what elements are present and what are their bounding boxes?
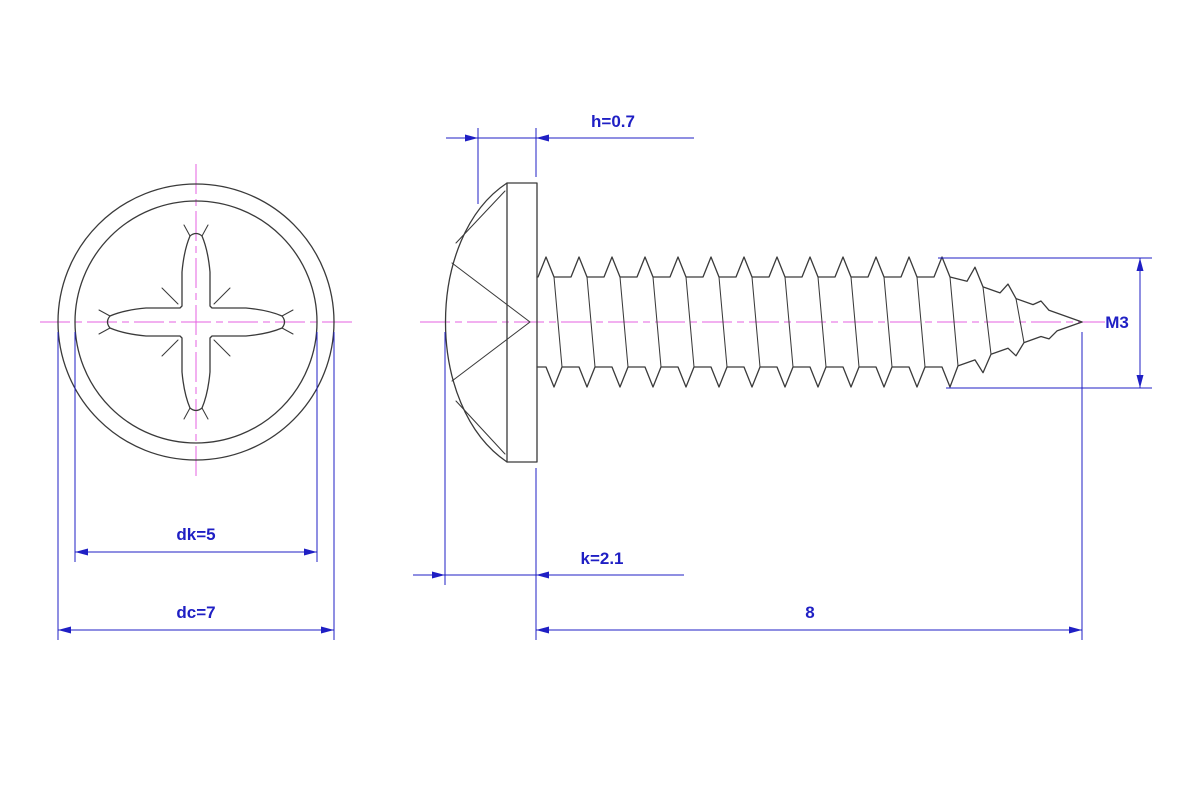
head-circle [74, 200, 318, 444]
thread-root-line [1015, 298, 1025, 344]
dim-label-k: k=2.1 [580, 549, 623, 568]
thread-root-line [751, 276, 761, 368]
thread-outline [536, 256, 1083, 323]
thread-root-line [586, 276, 596, 368]
recess-detail-lines [183, 224, 231, 357]
thread-root-line [685, 276, 695, 368]
dimension-k: k=2.1 [413, 332, 684, 640]
dimension-dc: dc=7 [57, 332, 335, 640]
dim-label-h: h=0.7 [591, 112, 635, 131]
thread-root-line [883, 276, 893, 368]
dimensions: h=0.7 k=2.1 8 M3 [57, 112, 1152, 640]
thread-root-line [916, 276, 926, 368]
thread-root-line [949, 276, 959, 367]
thread-root-line [982, 286, 992, 355]
front-view [40, 164, 352, 480]
recess-detail-lines [98, 287, 231, 335]
flange-circle [57, 183, 335, 461]
dimension-length: 8 [536, 332, 1083, 640]
dimension-thread: M3 [938, 257, 1152, 389]
thread-root-line [652, 276, 662, 368]
thread-root-line [619, 276, 629, 368]
phillips-recess [98, 224, 294, 420]
dimension-h: h=0.7 [446, 112, 694, 204]
head-dome-profile [444, 182, 508, 463]
recess-detail-lines [161, 287, 209, 420]
dim-label-thread: M3 [1105, 313, 1129, 332]
thread-root-line [817, 276, 827, 368]
dimension-dk: dk=5 [74, 332, 318, 562]
dim-label-length: 8 [805, 603, 814, 622]
recess-cone-lines [451, 262, 531, 382]
thread-root-line [784, 276, 794, 368]
thread-profile [536, 256, 1083, 388]
side-view [420, 182, 1105, 463]
thread-root-line [718, 276, 728, 368]
thread-root-line [850, 276, 860, 368]
recess-detail-lines [161, 309, 294, 357]
dim-label-dk: dk=5 [176, 525, 215, 544]
head-edge-lines [455, 190, 506, 455]
dim-label-dc: dc=7 [176, 603, 215, 622]
flange-profile [506, 182, 538, 463]
thread-root-line [553, 276, 563, 368]
thread-outline [536, 321, 1083, 388]
